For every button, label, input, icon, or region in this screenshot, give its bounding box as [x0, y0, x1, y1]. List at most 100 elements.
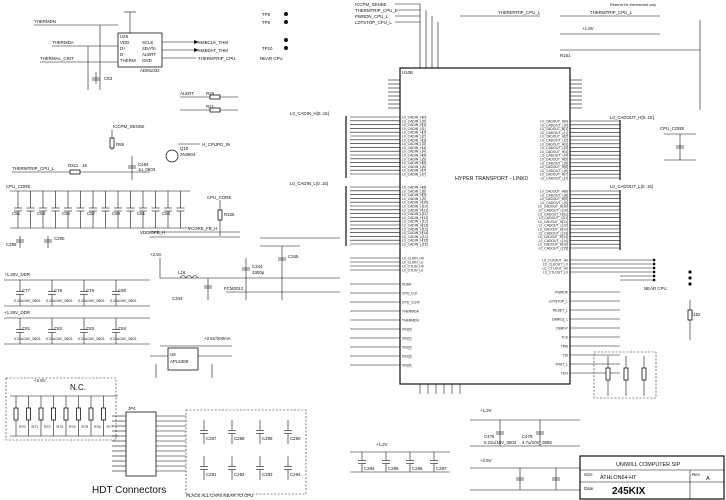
net-label: THERMTRIP_CPU_L	[498, 10, 541, 15]
cap-ref: C78	[54, 288, 63, 293]
cpu-pin: L0_CADIN_H[3]	[402, 138, 426, 142]
cpu-pin: L0_CADOUT_H[3]	[540, 142, 568, 146]
cpu-pin: L0_CADOUT_L[9]	[540, 201, 568, 205]
cpu-pin: THERMDA	[402, 310, 420, 314]
hdt-cap: C291	[200, 456, 217, 480]
decoupling-cap	[14, 191, 22, 228]
cpu-pin: L0_CADOUT_L[6]	[540, 169, 568, 173]
decoupling-cap	[151, 191, 160, 228]
bottom-cap: C286	[406, 452, 423, 472]
net-label: THERMTRIP_CPU_L	[355, 8, 398, 13]
cpu-pin: L0_CADOUT_L[2]	[540, 139, 568, 143]
cpu-pin: L0_CADOUT_H[12]	[538, 220, 568, 224]
res-ref: R75	[82, 425, 89, 429]
cpu-pin: L0_CADOUT_H[10]	[538, 205, 568, 209]
cpu-pin: L0_CADIN_L[6]	[402, 165, 426, 169]
bus-label: L0_CADOUT_H[0..15]	[610, 115, 654, 120]
res-ref: R74	[69, 425, 76, 429]
cpu-pin: L0_CADIN_H[8]	[402, 186, 426, 190]
cpu-pin: L0_CADIN_L[4]	[402, 150, 426, 154]
cap-ref: C345	[288, 254, 299, 259]
cap-ref: C292	[234, 472, 245, 477]
pin-label: ALERT	[142, 52, 156, 57]
nc-resistor: R71	[26, 396, 38, 436]
cap-val: 0.22u/10V_0603	[46, 299, 72, 303]
ddr-caps: +1.25V_DDR +1.25V_DDR C770.22u/10V_0603C…	[4, 272, 150, 345]
cpu-pin: L0_CADIN_L[12]	[402, 220, 428, 224]
cpu-pin: L0_CADIN_L[7]	[402, 173, 426, 177]
ddr-cap	[48, 280, 56, 306]
decoupling-cap	[64, 191, 72, 228]
cpu-pin: VID[1]	[402, 337, 411, 341]
net-label: THERMTRIP_CPU	[198, 56, 235, 61]
nc-resistor: R74	[63, 396, 76, 436]
right-side-misc: CPU_CORE NEAR CPU R162	[593, 126, 701, 399]
cap-ref: C484	[138, 162, 149, 167]
title-label: Date	[584, 486, 594, 491]
cap-val: 0.22u/10V_0603	[78, 337, 104, 341]
top-nets: ICCPM_SENSE THERMTRIP_CPU_L PWRDN_CPU_L …	[260, 2, 701, 110]
hdt-cap: C294	[284, 456, 301, 480]
ic-part: ADM1032	[140, 68, 160, 73]
cap-ref: C288	[234, 436, 245, 441]
cpu-pin: TRST_L	[555, 363, 568, 367]
res-ref: R21	[206, 104, 215, 109]
cpu-pin: L0_CLKOUT_L0	[543, 263, 568, 267]
decoupling-cap	[76, 191, 85, 228]
cpu-pin: L0_CADIN_H[1]	[402, 123, 426, 127]
cpu-pin: L0_CADOUT_L[14]	[539, 239, 568, 243]
cap-val: 0.22u/10V_0603	[14, 299, 40, 303]
note: Reserve for thermal test only	[610, 3, 656, 7]
cap-ref: C55	[62, 211, 71, 216]
cap-ref: C51	[12, 211, 21, 216]
net-label: CPU_CORE	[6, 184, 30, 189]
cpu-pin: L0_CADIN_H[11]	[402, 208, 428, 212]
cpu-pin: L0_CADOUT_H[9]	[540, 197, 568, 201]
net-label: +1.25V_DDR	[4, 272, 30, 277]
cpu-pin: L0_CADOUT_L[1]	[540, 131, 568, 135]
cpu-pin: L0_CADOUT_L[0]	[540, 123, 568, 127]
cpu-pin: L0_CADIN_L[13]	[402, 227, 428, 231]
res-ref: R161	[560, 53, 571, 58]
cpu-pin: L0_CADOUT_L[3]	[540, 146, 568, 150]
testpoint: TP9	[262, 20, 271, 25]
decoupling-cap	[126, 191, 135, 228]
nc-resistor: R70	[13, 396, 26, 436]
cpu-pin: L0_CADOUT_L[12]	[539, 224, 568, 228]
res-ref: R28	[206, 91, 215, 96]
net-label: SMBCLK_THM	[198, 40, 228, 45]
cpu-pin: L0_CADOUT_H[2]	[540, 135, 568, 139]
cap-val: 0.22u/10V_0603	[46, 337, 72, 341]
cpu-pin: VID[3]	[402, 355, 411, 359]
ddr-cap	[16, 280, 24, 306]
decoupling-cap	[114, 191, 122, 228]
cpu-pin: L0_CADOUT_H[0]	[540, 120, 568, 124]
q-part: 2N3904	[180, 152, 196, 157]
cap-ref: C343	[172, 296, 183, 301]
cap-ref: C61	[137, 211, 146, 216]
pin-label: GND	[142, 58, 152, 63]
decoupling-cap	[176, 191, 185, 228]
res-ref: R73	[57, 425, 64, 429]
decoupling-cap	[101, 191, 110, 228]
cap-ref: C63	[162, 211, 171, 216]
cap-ref: C53	[104, 76, 113, 81]
res-ref: R311	[68, 163, 79, 168]
hdt-title: HDT Connectors	[92, 485, 166, 496]
cpu-pin: TCK	[561, 336, 569, 340]
cap-ref: C81	[22, 326, 31, 331]
ddr-cap	[112, 318, 120, 344]
cap-ref: C475	[484, 434, 495, 439]
net-label: VCORE_FB_H	[188, 226, 217, 231]
bus-label: L0_CADIN_H[0..15]	[290, 111, 329, 116]
title-label: Rev	[692, 472, 701, 477]
cpu-pin: L0_CADOUT_H[11]	[538, 212, 568, 216]
cap-ref: C77	[22, 288, 31, 293]
cap-ref: C59	[112, 211, 121, 216]
cpu-pin: L0_CTLIN_L0	[402, 269, 423, 273]
cpu-pin: THERMDN	[402, 319, 420, 323]
net-label: ICCPM_SENSE	[113, 124, 145, 129]
cap-val: 3300p	[252, 270, 265, 275]
